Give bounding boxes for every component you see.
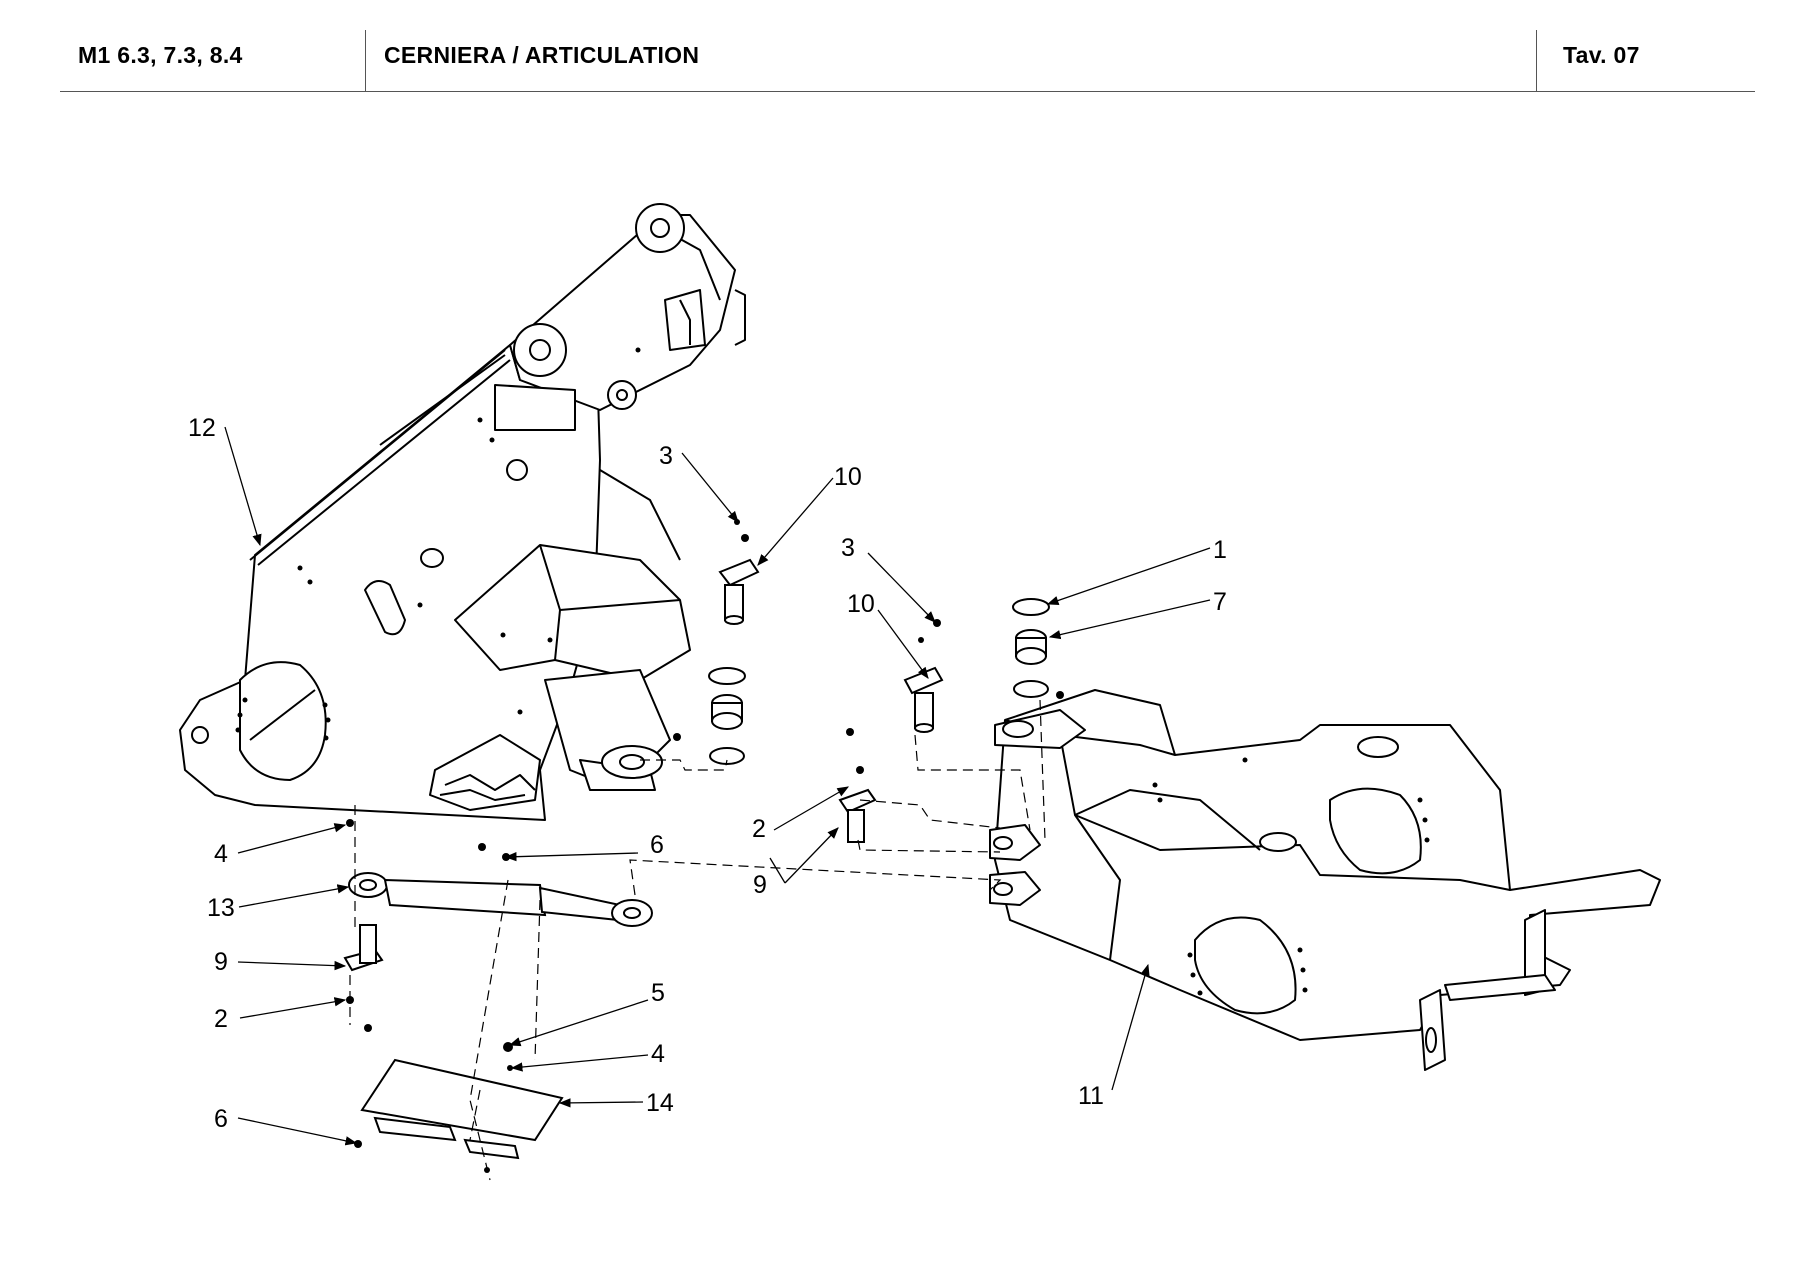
callout-6: 6 bbox=[650, 831, 664, 859]
callout-4: 4 bbox=[214, 840, 228, 868]
callout-3: 3 bbox=[841, 534, 855, 562]
assembly-centerlines bbox=[349, 699, 1046, 1181]
title-block: M1 6.3, 7.3, 8.4 CERNIERA / ARTICULATION… bbox=[0, 0, 1800, 95]
title-divider bbox=[365, 30, 366, 92]
callout-3: 3 bbox=[659, 442, 673, 470]
callout-labels: 12 3 10 3 10 1 7 2 9 4 6 13 9 2 5 4 14 6… bbox=[188, 414, 1227, 1133]
callout-5: 5 bbox=[651, 979, 665, 1007]
callout-12: 12 bbox=[188, 414, 216, 442]
front-frame-part bbox=[179, 203, 746, 821]
callout-2: 2 bbox=[214, 1005, 228, 1033]
callout-10: 10 bbox=[834, 463, 862, 491]
callout-14: 14 bbox=[646, 1089, 674, 1117]
pin-part-upper-right bbox=[903, 666, 944, 733]
callout-11: 11 bbox=[1078, 1082, 1104, 1110]
callout-13: 13 bbox=[207, 894, 235, 922]
rear-frame-part bbox=[989, 689, 1661, 1071]
guard-plate-part bbox=[360, 1058, 564, 1160]
rear-frame-holes bbox=[1152, 757, 1430, 996]
lower-pin-part bbox=[343, 788, 877, 972]
callout-leaders bbox=[224, 426, 1211, 1146]
table-number: Tav. 07 bbox=[1563, 42, 1640, 68]
title-divider bbox=[1536, 30, 1537, 92]
bushing-stack-right bbox=[1012, 598, 1050, 698]
steering-cylinder-part bbox=[348, 872, 653, 927]
callout-4: 4 bbox=[651, 1040, 665, 1068]
model-label: M1 6.3, 7.3, 8.4 bbox=[78, 42, 243, 68]
frame-holes bbox=[235, 347, 641, 741]
callout-2: 2 bbox=[752, 815, 766, 843]
bushing-stack-left bbox=[708, 667, 746, 765]
callout-6: 6 bbox=[214, 1105, 228, 1133]
callout-9: 9 bbox=[753, 871, 767, 899]
callout-7: 7 bbox=[1213, 588, 1227, 616]
callout-9: 9 bbox=[214, 948, 228, 976]
callout-1: 1 bbox=[1213, 536, 1227, 564]
drawing-title: CERNIERA / ARTICULATION bbox=[384, 42, 700, 68]
callout-10: 10 bbox=[847, 590, 875, 618]
header-rule bbox=[60, 91, 1755, 92]
pin-part-upper-left bbox=[718, 558, 760, 625]
